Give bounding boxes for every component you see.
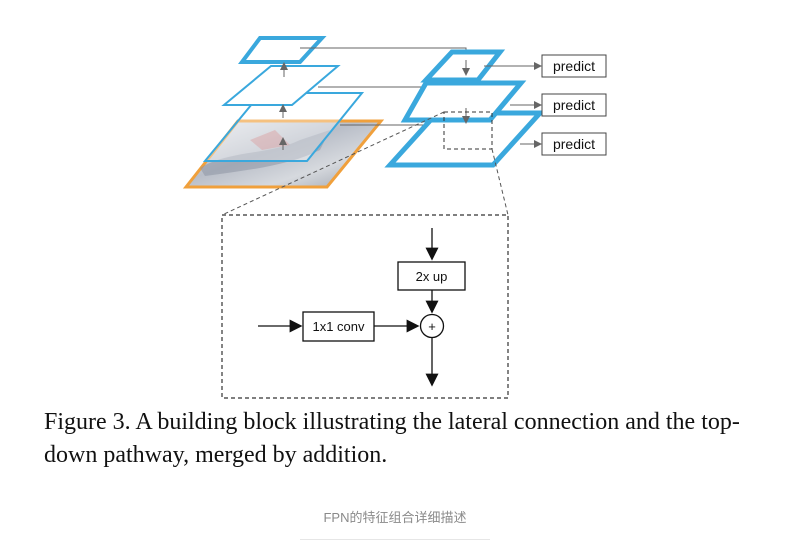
bottom-up-level-1 [202,92,365,162]
conv-box [302,311,375,342]
zoom-connector [221,111,445,216]
input-image-detail [250,130,290,150]
input-image-detail [200,130,330,176]
bottom-up-level-2 [221,65,341,106]
predict-box [541,132,607,156]
image-subcaption: FPN的特征组合详细描述 [323,510,467,525]
predict-box [541,54,607,78]
upsample-box [397,261,466,291]
predict-label: predict [553,136,595,152]
predict-box [541,93,607,117]
figure-caption: Figure 3. A building block illustrating … [44,409,740,468]
addition-node [419,313,445,339]
top-down-pathway [384,49,546,168]
predict-outputs: predict predict predict [484,54,607,156]
building-block-detail: 2x up 1x1 conv + [221,214,509,399]
top-down-level-1 [420,49,506,83]
zoom-connector [491,148,509,216]
predict-label: predict [553,58,595,74]
top-down-level-2 [400,80,527,123]
highlight-region [443,111,493,150]
predict-label: predict [553,97,595,113]
addition-symbol: + [428,319,436,334]
top-down-level-3 [384,110,546,168]
fpn-figure: predict predict predict 2x up 1x1 conv + [182,36,607,399]
detail-frame [221,214,509,399]
bottom-up-level-3 [238,36,327,64]
subcaption-divider [300,539,490,540]
upsample-label: 2x up [416,269,448,284]
conv-label: 1x1 conv [312,319,365,334]
bottom-up-pathway [182,36,385,189]
